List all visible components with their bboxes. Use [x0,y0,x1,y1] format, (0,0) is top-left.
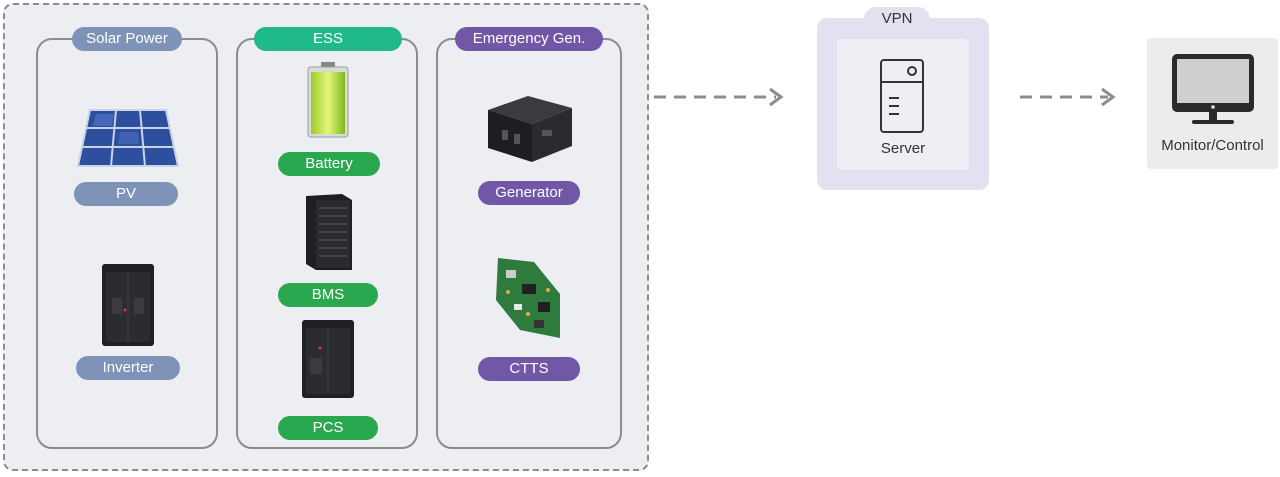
ess-header: ESS [254,27,402,51]
bms-rack-icon [302,192,354,272]
inverter-cabinet-icon [100,262,156,348]
vpn-header: VPN [864,7,930,31]
server-icon [879,58,925,134]
circuit-board-icon [494,254,564,340]
monitor-icon [1170,52,1256,128]
pv-label: PV [74,182,178,206]
monitor-control-label: Monitor/Control [1161,137,1264,154]
inverter-label: Inverter [76,356,180,380]
generator-label: Generator [478,181,580,205]
bms-label: BMS [278,283,378,307]
solar-panel-icon [76,108,180,170]
solar-power-header: Solar Power [72,27,182,51]
pcs-label: PCS [278,416,378,440]
battery-icon [305,60,351,140]
generator-icon [484,92,576,164]
ctts-label: CTTS [478,357,580,381]
arrow-right-icon [1018,86,1118,108]
solar-power-group [36,38,218,449]
arrow-right-icon [652,86,786,108]
server-label: Server [880,140,926,157]
battery-label: Battery [278,152,380,176]
pcs-cabinet-icon [300,318,356,400]
emergency-gen-header: Emergency Gen. [455,27,603,51]
